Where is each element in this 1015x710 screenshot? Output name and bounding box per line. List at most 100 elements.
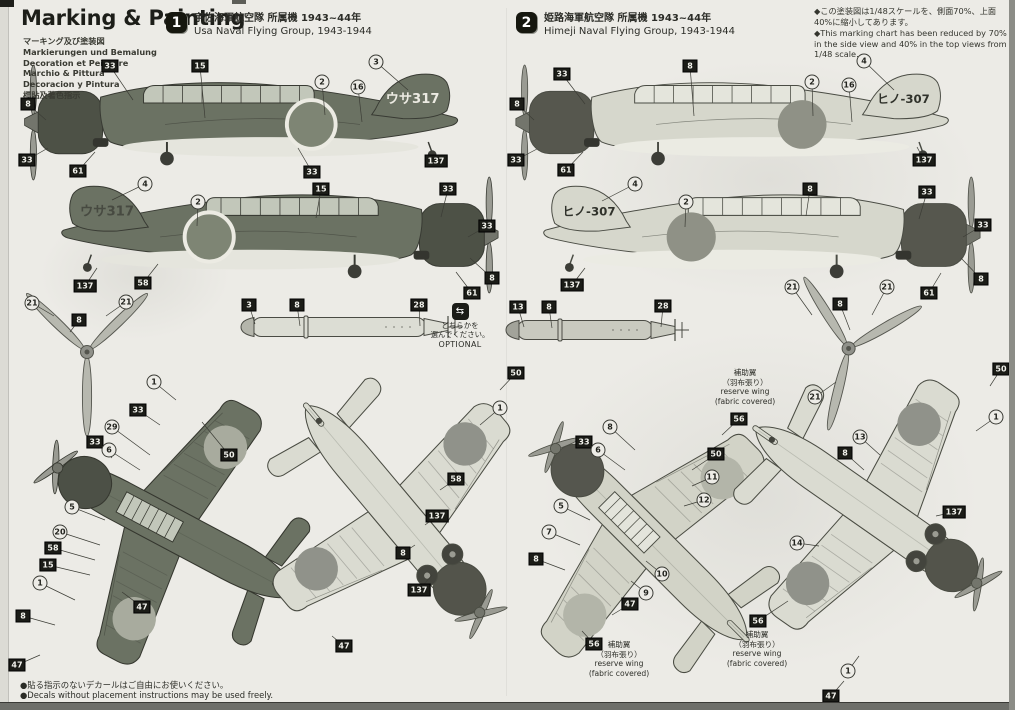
title-translations: マーキング及び塗装図 Markierungen und Bemalung Dec…: [23, 36, 157, 101]
paint-number-callout: 33: [553, 67, 571, 81]
decal-number-callout: 2: [314, 74, 330, 90]
aircraft-top-view-lightTop: [528, 421, 781, 674]
paint-number-callout: 137: [912, 153, 936, 167]
section-1-title-en: Usa Naval Flying Group, 1943-1944: [194, 26, 372, 37]
paint-number-callout: 28: [410, 298, 428, 312]
section-1-title-jp: 宇佐海軍航空隊 所属機 1943~44年: [194, 13, 362, 24]
section-2-header: 2 姫路海軍航空隊 所属機 1943~44年 Himeji Naval Flyi…: [516, 12, 735, 38]
decal-number-callout: 4: [627, 176, 643, 192]
paint-number-callout: 137: [425, 509, 449, 523]
decal-number-callout: 6: [101, 442, 117, 458]
decal-number-callout: 21: [879, 279, 895, 295]
paint-number-callout: 61: [557, 163, 575, 177]
paint-number-callout: 8: [20, 97, 36, 111]
scale-note-jp: ◆この塗装図は1/48スケールを、側面70%、上面40%に縮小してあります。: [814, 6, 997, 27]
page-title: Marking & Painting: [21, 6, 246, 30]
paint-number-callout: 56: [749, 614, 767, 628]
scan-artifact: [232, 0, 246, 4]
section-2-title-jp: 姫路海軍航空隊 所属機 1943~44年: [544, 13, 712, 24]
paint-number-callout: 47: [822, 689, 840, 703]
paint-number-callout: 33: [18, 153, 36, 167]
paint-number-callout: 15: [39, 558, 57, 572]
scan-artifact: [0, 0, 14, 7]
paint-number-callout: 47: [8, 658, 26, 672]
decal-number-callout: 4: [856, 53, 872, 69]
paint-number-callout: 15: [191, 59, 209, 73]
paint-number-callout: 137: [73, 279, 97, 293]
paint-number-callout: 28: [654, 299, 672, 313]
optional-jp-line2: 選んでください。: [430, 329, 490, 339]
decal-number-callout: 9: [638, 585, 654, 601]
decal-number-callout: 16: [350, 79, 366, 95]
swap-arrows-icon: ⇆: [451, 303, 469, 320]
paint-number-callout: 50: [507, 366, 525, 380]
scale-note-en: ◆This marking chart has been reduced by …: [814, 28, 1007, 60]
decal-number-callout: 12: [696, 492, 712, 508]
paint-number-callout: 58: [134, 276, 152, 290]
aircraft-top-view-under: [733, 379, 1003, 630]
section-1-number-badge: 1: [166, 12, 187, 33]
title-translation: Markierungen und Bemalung: [23, 46, 157, 57]
optional-choice-label: ⇆ どちらかを 選んでください。 OPTIONAL: [428, 303, 492, 350]
section-1-header: 1 宇佐海軍航空隊 所属機 1943~44年 Usa Naval Flying …: [166, 12, 372, 38]
paint-number-callout: 8: [832, 297, 848, 311]
decal-number-callout: 8: [602, 419, 618, 435]
paint-number-callout: 137: [560, 278, 584, 292]
decal-number-callout: 10: [654, 566, 670, 582]
decal-number-callout: 4: [137, 176, 153, 192]
decal-number-callout: 21: [807, 389, 823, 405]
paint-number-callout: 47: [621, 597, 639, 611]
svg-text:ヒノ-307: ヒノ-307: [563, 204, 616, 218]
paint-number-callout: 8: [289, 298, 305, 312]
paint-number-callout: 33: [918, 185, 936, 199]
paint-number-callout: 33: [478, 219, 496, 233]
paint-number-callout: 8: [71, 313, 87, 327]
paint-number-callout: 33: [101, 59, 119, 73]
decal-number-callout: 7: [541, 524, 557, 540]
paint-number-callout: 8: [528, 552, 544, 566]
decal-number-callout: 1: [492, 400, 508, 416]
decal-number-callout: 11: [704, 469, 720, 485]
paint-number-callout: 8: [484, 271, 500, 285]
paint-number-callout: 56: [730, 412, 748, 426]
paint-number-callout: 33: [129, 403, 147, 417]
paint-number-callout: 8: [395, 546, 411, 560]
svg-text:ウサ317: ウサ317: [386, 91, 440, 107]
paint-number-callout: 8: [973, 272, 989, 286]
reserve-wing-label: 補助翼（羽布張り）reserve wing(fabric covered): [714, 368, 776, 406]
footer-note-jp: ●貼る指示のないデカールはご自由にお使いください。: [20, 680, 229, 690]
page-fold-line: [506, 8, 507, 696]
decal-number-callout: 1: [146, 374, 162, 390]
decal-number-callout: 6: [590, 442, 606, 458]
paint-number-callout: 8: [15, 609, 31, 623]
title-translation: Decoracion y Pintura: [23, 79, 120, 90]
paint-number-callout: 3: [241, 298, 257, 312]
scan-bottom-edge: [0, 702, 1015, 710]
paint-number-callout: 33: [974, 218, 992, 232]
title-translation: Decoration et Peinture: [23, 57, 129, 68]
decal-number-callout: 1: [32, 575, 48, 591]
decal-number-callout: 29: [104, 419, 120, 435]
decal-number-callout: 20: [52, 524, 68, 540]
paint-number-callout: 56: [585, 637, 603, 651]
reserve-wing-label: 補助翼（羽布張り）reserve wing(fabric covered): [588, 640, 650, 678]
decal-number-callout: 21: [118, 294, 134, 310]
svg-text:ヒノ-307: ヒノ-307: [877, 92, 930, 106]
decal-number-callout: 1: [988, 409, 1004, 425]
reserve-wing-label: 補助翼（羽布張り）reserve wing(fabric covered): [726, 630, 788, 668]
title-translation: 標貼及著色指示: [23, 89, 81, 100]
decal-number-callout: 16: [841, 77, 857, 93]
paint-number-callout: 15: [312, 182, 330, 196]
paint-number-callout: 47: [335, 639, 353, 653]
paint-number-callout: 61: [920, 286, 938, 300]
decal-number-callout: 2: [678, 194, 694, 210]
decal-number-callout: 5: [553, 498, 569, 514]
propeller-part: [803, 276, 922, 431]
aircraft-side-view-light-right: ヒノ-307: [543, 176, 981, 294]
scan-right-edge: [1009, 0, 1015, 710]
paint-number-callout: 8: [802, 182, 818, 196]
paint-number-callout: 50: [992, 362, 1010, 376]
aircraft-side-view-light-left: ヒノ-307: [515, 64, 949, 181]
decal-number-callout: 5: [64, 499, 80, 515]
